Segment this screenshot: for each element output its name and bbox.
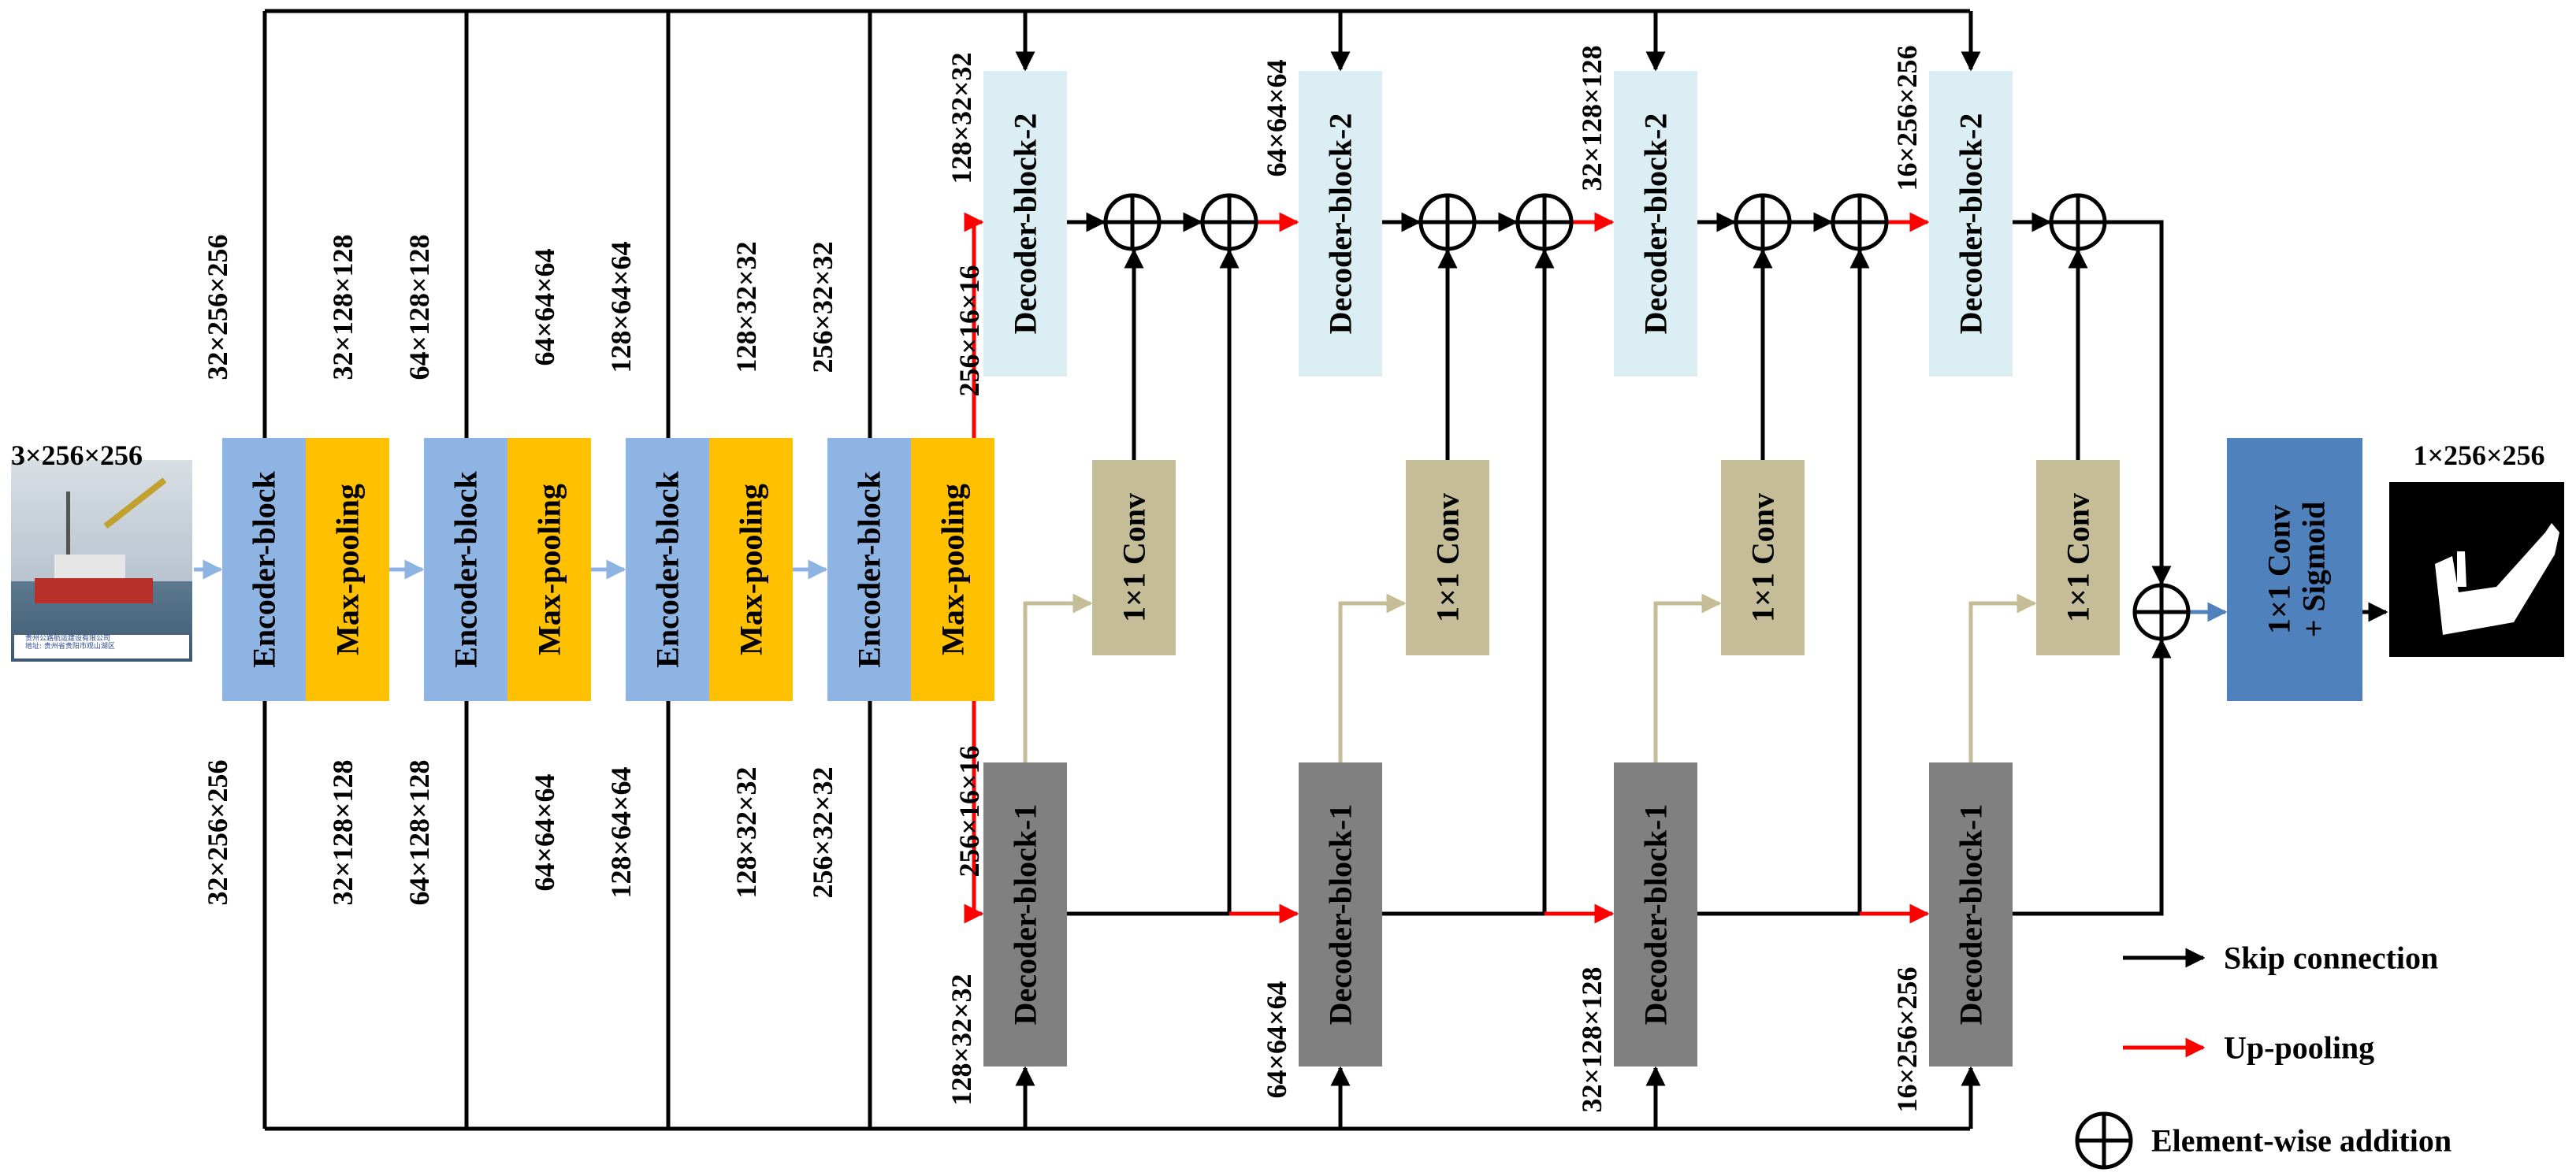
decoder-block-1-label: Decoder-block-1 — [1008, 804, 1043, 1026]
element-wise-addition — [1831, 193, 1889, 251]
element-wise-addition — [1734, 193, 1792, 251]
decoder-block-2 — [1614, 71, 1697, 377]
decoder-block-2 — [1929, 71, 2013, 377]
encoder-block-label: Encoder-block — [852, 470, 887, 667]
encoder-block — [424, 438, 507, 701]
decoder-block-2-label: Decoder-block-2 — [1323, 113, 1359, 335]
decoder-block-2 — [1299, 71, 1382, 377]
input-dims: 3×256×256 — [11, 440, 143, 471]
decoder-2-in-dims: 64×64×64 — [1261, 59, 1292, 176]
up-pooling-arrow — [964, 701, 984, 924]
pool-out-dims: 32×128×128 — [327, 759, 359, 905]
pool-out-dims: 256×16×16 — [953, 265, 985, 396]
decoder-1-in-dims: 64×64×64 — [1261, 981, 1292, 1098]
decoder-block-1-label: Decoder-block-1 — [1953, 804, 1989, 1026]
conv-1x1-block — [1721, 460, 1805, 655]
max-pooling-label: Max-pooling — [935, 484, 971, 655]
pool-out-dims: 256×16×16 — [953, 745, 985, 877]
element-wise-addition — [1200, 193, 1258, 251]
encoder-block — [626, 438, 709, 701]
legend-add-symbol — [2075, 1111, 2133, 1170]
legend-add-label: Element-wise addition — [2151, 1123, 2451, 1159]
input-image: 贵州公路航运建设有限公司 地址: 贵州省贵阳市观山湖区 — [11, 460, 192, 662]
encoder-out-dims: 256×32×32 — [807, 241, 838, 373]
encoder-block — [827, 438, 911, 701]
element-wise-addition — [2049, 193, 2107, 251]
encoder-out-dims: 32×256×256 — [202, 759, 233, 905]
encoder-block — [222, 438, 306, 701]
element-wise-addition — [1418, 193, 1477, 251]
decoder-block-2-label: Decoder-block-2 — [1008, 113, 1043, 335]
conv-1x1-label: 1×1 Conv — [1430, 493, 1466, 622]
photo-caption-2: 地址: 贵州省贵阳市观山湖区 — [25, 643, 115, 651]
pool-out-dims: 64×64×64 — [529, 773, 560, 891]
encoder-block-label: Encoder-block — [448, 470, 484, 667]
connection-lines — [194, 9, 2388, 1131]
decoder-block-2 — [983, 71, 1067, 377]
encoder-out-dims: 256×32×32 — [807, 766, 838, 898]
decoder-block-2-label: Decoder-block-2 — [1953, 113, 1989, 335]
element-wise-addition — [1103, 193, 1162, 251]
encoder-out-dims: 32×256×256 — [202, 234, 233, 380]
encoder-out-dims: 64×128×128 — [403, 234, 435, 380]
conv-1x1-label: 1×1 Conv — [1117, 493, 1152, 622]
decoder-1-in-dims: 16×256×256 — [1891, 966, 1923, 1112]
encoder-out-dims: 128×64×64 — [605, 766, 637, 898]
conv-1x1-block — [1092, 460, 1176, 655]
final-conv-label: 1×1 Conv — [2262, 505, 2297, 634]
conv-1x1-block — [2036, 460, 2120, 655]
up-pooling-arrow — [964, 212, 984, 438]
conv-link-arrow — [1968, 593, 2037, 762]
max-pooling-block — [507, 438, 591, 701]
conv-1x1-label: 1×1 Conv — [1745, 493, 1781, 622]
decoder-block-1 — [1614, 762, 1697, 1067]
conv-link-arrow — [1023, 593, 1093, 762]
max-pooling-block — [709, 438, 793, 701]
max-pooling-block — [306, 438, 389, 701]
output-mask-shape — [2435, 523, 2559, 635]
decoder-1-in-dims: 32×128×128 — [1576, 966, 1608, 1112]
decoder-block-1 — [1929, 762, 2013, 1067]
decoder-block-2-label: Decoder-block-2 — [1638, 113, 1674, 335]
max-pooling-label: Max-pooling — [532, 484, 567, 655]
pool-out-dims: 32×128×128 — [327, 234, 359, 380]
decoder-2-in-dims: 32×128×128 — [1576, 45, 1608, 191]
decoder-1-in-dims: 128×32×32 — [946, 974, 977, 1105]
encoder-block-label: Encoder-block — [650, 470, 686, 667]
encoder-out-dims: 64×128×128 — [403, 759, 435, 905]
pool-out-dims: 128×32×32 — [730, 766, 762, 898]
final-top-arrow — [2105, 220, 2172, 586]
encoder-out-dims: 128×64×64 — [605, 241, 637, 373]
element-wise-addition-final — [2132, 583, 2191, 641]
decoder-block-1 — [1299, 762, 1382, 1067]
max-pooling-label: Max-pooling — [330, 484, 366, 655]
encoder-block-label: Encoder-block — [247, 470, 282, 667]
decoder-block-1 — [983, 762, 1067, 1067]
output-dims: 1×256×256 — [2413, 440, 2544, 471]
photo-caption-1: 贵州公路航运建设有限公司 — [25, 635, 111, 643]
legend-skip-label: Skip connection — [2224, 940, 2438, 976]
conv-link-arrow — [1653, 593, 1722, 762]
decoder-block-1-label: Decoder-block-1 — [1638, 804, 1674, 1026]
final-sigmoid-label: + Sigmoid — [2296, 502, 2332, 638]
max-pooling-label: Max-pooling — [734, 484, 769, 655]
pool-out-dims: 128×32×32 — [730, 241, 762, 373]
element-wise-addition — [1515, 193, 1574, 251]
decoder-2-in-dims: 128×32×32 — [946, 52, 977, 184]
decoder-2-in-dims: 16×256×256 — [1891, 45, 1923, 191]
labels: Encoder-block Max-pooling 32×256×256 32×256… — [11, 45, 2545, 1158]
max-pooling-block — [911, 438, 994, 701]
pool-out-dims: 64×64×64 — [529, 248, 560, 365]
blocks — [222, 71, 2564, 1170]
conv-1x1-label: 1×1 Conv — [2061, 493, 2096, 622]
conv-1x1-block — [1406, 460, 1489, 655]
final-conv-sigmoid-block — [2227, 438, 2362, 701]
legend-up-label: Up-pooling — [2224, 1030, 2374, 1066]
conv-link-arrow — [1338, 593, 1407, 762]
decoder-block-1-label: Decoder-block-1 — [1323, 804, 1359, 1026]
final-bottom-arrow — [2013, 638, 2172, 916]
